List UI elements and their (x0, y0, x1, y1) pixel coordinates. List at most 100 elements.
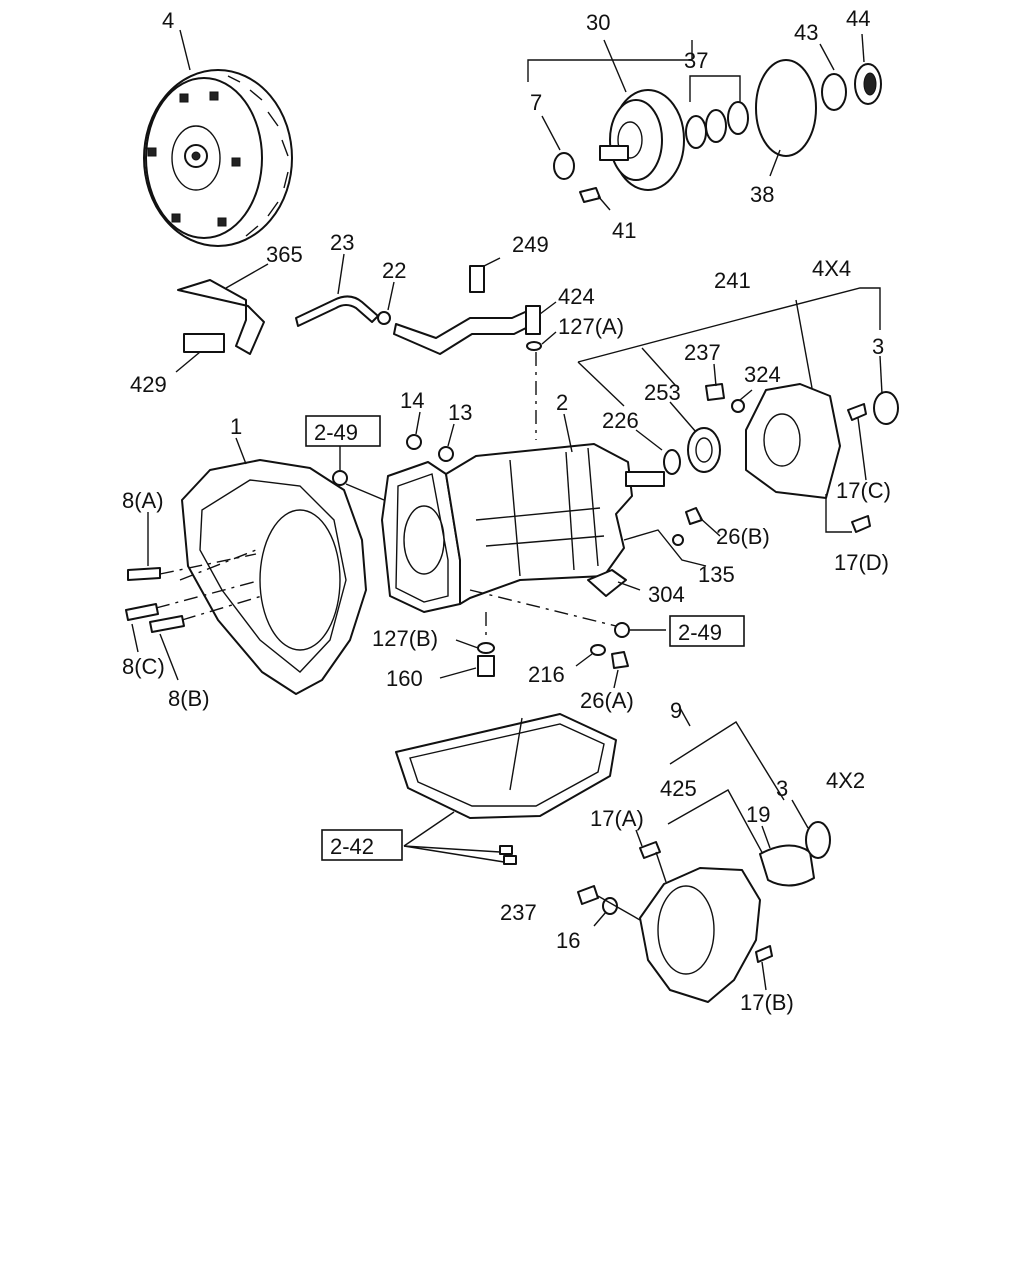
label-41: 41 (612, 218, 636, 243)
label-3-top: 3 (872, 334, 884, 359)
label-3-bottom: 3 (776, 776, 788, 801)
label-23: 23 (330, 230, 354, 255)
pipe-fitting (525, 305, 541, 335)
ref-box-2-42 (321, 829, 403, 861)
seal-3-top (873, 391, 899, 425)
label-365: 365 (266, 242, 303, 267)
bearing-253 (687, 427, 721, 473)
label-304: 304 (648, 582, 685, 607)
washer-16 (602, 897, 618, 915)
clip-429 (183, 333, 225, 353)
washer-324 (731, 399, 745, 413)
oil-pan (395, 713, 617, 819)
label-160: 160 (386, 666, 423, 691)
hose-23 (295, 295, 379, 327)
label-17d: 17(D) (834, 550, 889, 575)
label-17b: 17(B) (740, 990, 794, 1015)
o-ring-135 (672, 534, 684, 546)
plug-26a (611, 651, 629, 669)
label-17a: 17(A) (590, 806, 644, 831)
ring-37a (685, 115, 707, 149)
bolt-17d (851, 515, 871, 533)
label-2: 2 (556, 390, 568, 415)
label-ref-2-49-top: 2-49 (314, 420, 358, 445)
bolt-41 (579, 187, 601, 203)
label-8b: 8(B) (168, 686, 210, 711)
bolt-2-42a (499, 845, 513, 855)
fitting-160 (477, 655, 495, 677)
bolt-8b (149, 615, 185, 633)
label-26b: 26(B) (716, 524, 770, 549)
label-8c: 8(C) (122, 654, 165, 679)
o-ring-127a (526, 341, 542, 351)
transmission-case (381, 443, 665, 613)
o-ring-127b (477, 642, 495, 654)
torque-converter (143, 69, 293, 247)
bolt-237-top (705, 383, 725, 401)
label-38: 38 (750, 182, 774, 207)
bracket-304 (587, 569, 627, 597)
label-ref-2-42: 2-42 (330, 834, 374, 859)
label-216: 216 (528, 662, 565, 687)
label-4: 4 (162, 8, 174, 33)
converter-housing (181, 459, 367, 695)
bolt-237-bottom (577, 885, 599, 905)
bolt-8a (127, 567, 161, 581)
bolt-8c (125, 603, 159, 621)
label-43: 43 (794, 20, 818, 45)
fitting-14 (406, 434, 422, 450)
plug-2-49b (614, 622, 630, 638)
label-26a: 26(A) (580, 688, 634, 713)
bolt-17b (755, 945, 773, 963)
label-7: 7 (530, 90, 542, 115)
pipe-424 (393, 307, 535, 355)
label-8a: 8(A) (122, 488, 164, 513)
label-9: 9 (670, 698, 682, 723)
o-ring-13 (438, 446, 454, 462)
seal-3-bottom (805, 821, 831, 859)
label-16: 16 (556, 928, 580, 953)
ring-37b (705, 109, 727, 143)
ref-box-2-49-top (305, 415, 381, 447)
label-13: 13 (448, 400, 472, 425)
bolt-17a (639, 841, 661, 859)
label-249: 249 (512, 232, 549, 257)
ring-37c (727, 101, 749, 135)
o-ring-38 (755, 59, 817, 157)
label-22: 22 (382, 258, 406, 283)
label-237-top: 237 (684, 340, 721, 365)
washer-43 (821, 73, 847, 111)
label-19: 19 (746, 802, 770, 827)
bolt-2-42b (503, 855, 517, 865)
label-241: 241 (714, 268, 751, 293)
snap-ring-226 (663, 449, 681, 475)
label-37: 37 (684, 48, 708, 73)
extension-housing-4x2 (639, 867, 761, 1003)
label-1: 1 (230, 414, 242, 439)
label-ref-2-49-bottom: 2-49 (678, 620, 722, 645)
clamp-22 (377, 311, 391, 325)
label-237-bottom: 237 (500, 900, 537, 925)
label-425: 425 (660, 776, 697, 801)
oil-pump (599, 89, 685, 191)
label-30: 30 (586, 10, 610, 35)
gasket-216 (590, 644, 606, 656)
plug-2-49 (332, 470, 348, 486)
seal-ring-7 (553, 152, 575, 180)
label-14: 14 (400, 388, 424, 413)
label-226: 226 (602, 408, 639, 433)
plug-26b (685, 507, 703, 525)
label-127b: 127(B) (372, 626, 438, 651)
label-429: 429 (130, 372, 167, 397)
label-324: 324 (744, 362, 781, 387)
bolt-17c (847, 403, 867, 421)
bushing-19 (759, 844, 815, 887)
ref-box-2-49-bottom (669, 615, 745, 647)
label-127a: 127(A) (558, 314, 624, 339)
extension-housing-4x4 (745, 383, 841, 499)
label-135: 135 (698, 562, 735, 587)
bracket-365 (177, 279, 265, 355)
label-44: 44 (846, 6, 870, 31)
label-4x4: 4X4 (812, 256, 851, 281)
